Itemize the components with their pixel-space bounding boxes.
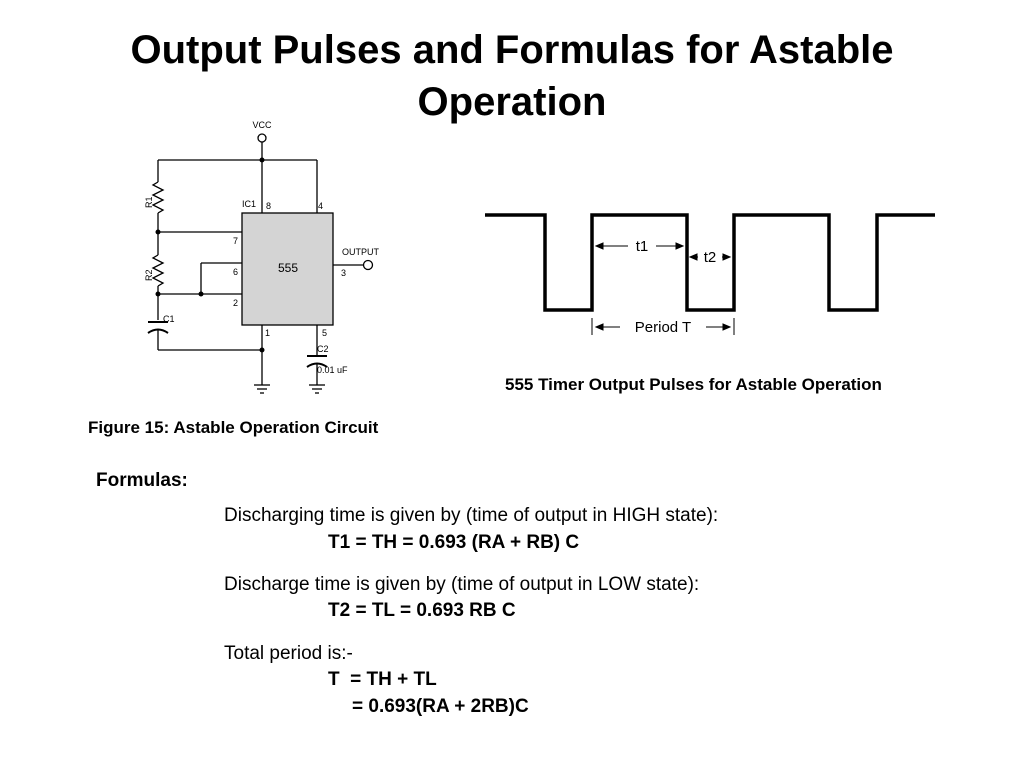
c2-value: 0.01 uF (317, 365, 348, 375)
period-label: Period T (635, 319, 691, 336)
title-line-2: Operation (417, 80, 607, 124)
t1-arrow-right (675, 242, 685, 250)
t1-arrow-left (594, 242, 604, 250)
pin-3-label: 3 (341, 268, 346, 278)
t2-arrow-right (722, 253, 732, 261)
pin-4-label: 4 (318, 201, 323, 211)
pin-1-label: 1 (265, 328, 270, 338)
c2-label: C2 (317, 344, 329, 354)
chip-label: 555 (278, 261, 298, 275)
c2-plate-bottom (306, 362, 328, 368)
formulas-heading: Formulas: (96, 470, 188, 491)
r1-resistor (151, 181, 165, 214)
t1-label: t1 (636, 238, 649, 255)
pin-5-label: 5 (322, 328, 327, 338)
r2-resistor (151, 254, 165, 287)
formula-3-equation: T = TH + TL (328, 669, 437, 690)
output-pulse-waveform: t1 t2 Period T (485, 213, 935, 336)
formula-2-description: Discharge time is given by (time of outp… (224, 574, 700, 595)
vcc-label: VCC (252, 120, 272, 130)
pin-2-label: 2 (233, 298, 238, 308)
waveform-caption: 555 Timer Output Pulses for Astable Oper… (505, 375, 882, 394)
r2-label: R2 (144, 269, 154, 281)
t2-arrow-left (688, 253, 698, 261)
formula-3-equation-line-2: = 0.693(RA + 2RB)C (352, 696, 529, 717)
period-arrow-right (722, 323, 732, 331)
pin-8-label: 8 (266, 201, 271, 211)
ic-555-chip (241, 212, 334, 326)
pin-6-label: 6 (233, 267, 238, 277)
pin-7-label: 7 (233, 236, 238, 246)
slide-title: Output Pulses and Formulas for Astable O… (0, 24, 1024, 128)
formula-2-equation: T2 = TL = 0.693 RB C (328, 600, 516, 621)
title-line-1: Output Pulses and Formulas for Astable (130, 28, 894, 72)
output-label: OUTPUT (342, 247, 380, 257)
vcc-terminal (257, 133, 267, 143)
formula-1-description: Discharging time is given by (time of ou… (224, 505, 719, 526)
circuit-caption: Figure 15: Astable Operation Circuit (88, 418, 379, 437)
r1-label: R1 (144, 196, 154, 208)
ic-label: IC1 (242, 199, 256, 209)
c1-plate-bottom (147, 328, 169, 334)
formula-3-description: Total period is:- (224, 643, 353, 664)
period-arrow-left (594, 323, 604, 331)
t2-label: t2 (704, 249, 717, 266)
astable-circuit-diagram: VCC IC1 8 4 7 6 2 3 1 5 OUTPUT C1 C2 0.0… (144, 120, 380, 394)
output-terminal (362, 259, 374, 271)
square-wave (485, 213, 935, 312)
formula-1-equation: T1 = TH = 0.693 (RA + RB) C (328, 532, 580, 553)
c1-label: C1 (163, 314, 175, 324)
